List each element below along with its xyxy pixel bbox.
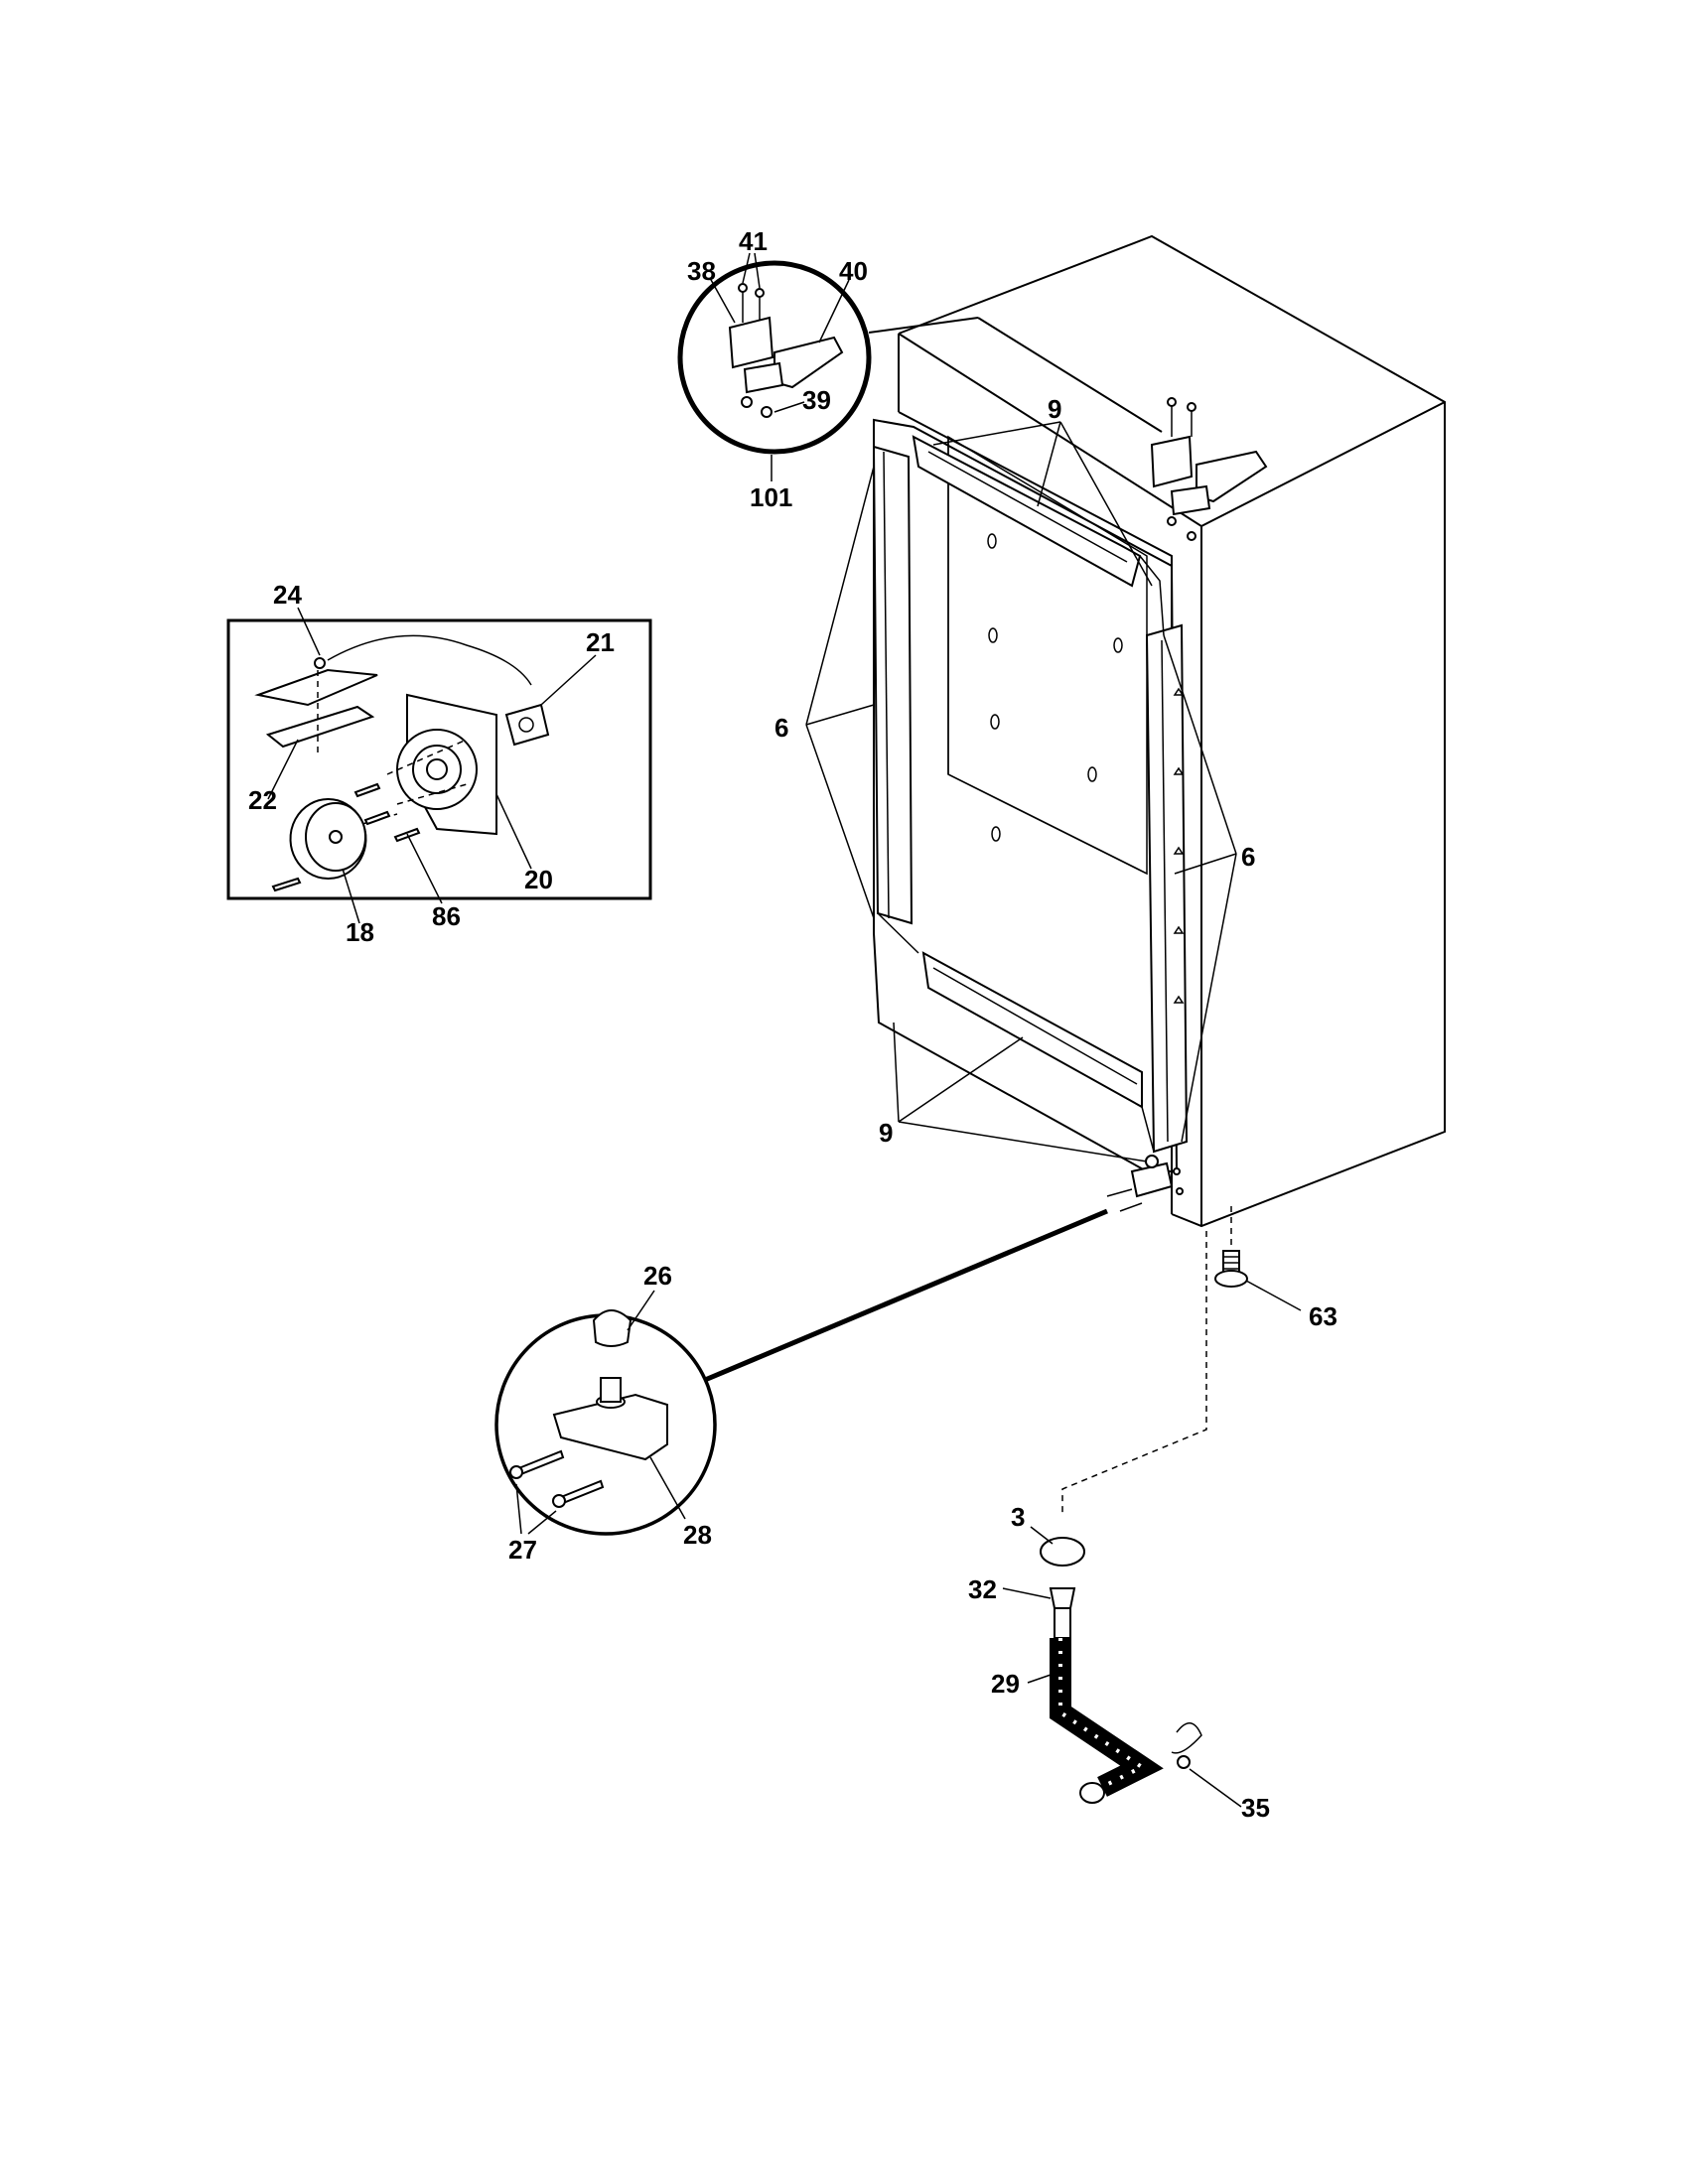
callout-26: 26 xyxy=(643,1261,672,1291)
callout-41: 41 xyxy=(739,226,768,256)
callout-18: 18 xyxy=(346,917,374,947)
callout-63: 63 xyxy=(1309,1301,1337,1331)
callout-20: 20 xyxy=(524,865,553,894)
callout-9-top: 9 xyxy=(1048,394,1061,424)
callout-101: 101 xyxy=(750,482,792,512)
callout-21: 21 xyxy=(586,627,615,657)
callout-labels: 41 38 40 39 101 9 24 21 6 22 20 86 18 6 … xyxy=(248,226,1337,1823)
top-hinge-assembly xyxy=(1150,397,1268,541)
callout-35: 35 xyxy=(1241,1793,1270,1823)
bottom-hinge-on-cabinet xyxy=(1106,1155,1184,1212)
callout-6-left: 6 xyxy=(774,713,788,743)
callout-27: 27 xyxy=(508,1535,537,1565)
fan-detail-box xyxy=(226,607,652,924)
leveling-leg xyxy=(1214,1206,1248,1288)
gasket-leader-lines xyxy=(805,421,1237,1162)
bottom-hinge-detail-circle xyxy=(494,1208,1108,1536)
callout-28: 28 xyxy=(683,1520,712,1550)
callout-39: 39 xyxy=(802,385,831,415)
callout-38: 38 xyxy=(687,256,716,286)
callout-40: 40 xyxy=(839,256,868,286)
callout-6-right: 6 xyxy=(1241,842,1255,872)
drain-assembly xyxy=(1002,1231,1302,1808)
callout-86: 86 xyxy=(432,901,461,931)
callout-9-bottom: 9 xyxy=(879,1118,893,1148)
door-frame-gaskets xyxy=(872,418,1189,1172)
callout-32: 32 xyxy=(968,1574,997,1604)
callout-3: 3 xyxy=(1011,1502,1025,1532)
callout-29: 29 xyxy=(991,1669,1020,1699)
callout-22: 22 xyxy=(248,785,277,815)
callout-24: 24 xyxy=(273,580,302,610)
top-hinge-detail-circle xyxy=(677,252,1163,481)
